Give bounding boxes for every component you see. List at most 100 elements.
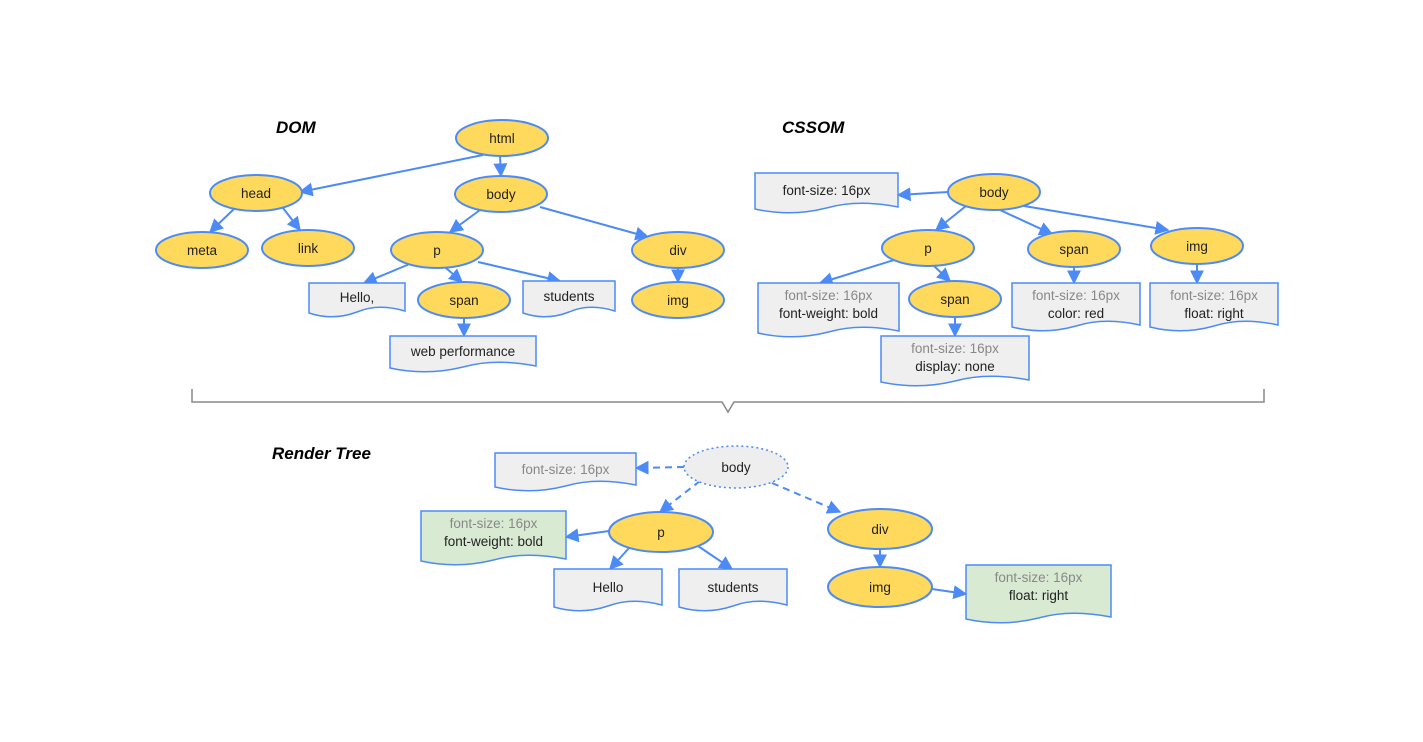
edge-dom-body-to-dom-p <box>448 209 481 233</box>
style-box-label: web performance <box>410 344 515 359</box>
node-label: body <box>486 187 516 202</box>
edge-rt-body-to-rt-div <box>771 482 842 514</box>
cs-bstyle-style-box: font-size: 16px <box>754 172 899 214</box>
cs-istyle-style-box: font-size: 16px float: right <box>1149 282 1279 332</box>
dom-webperf-style-box: web performance <box>389 335 537 373</box>
node-label: div <box>669 243 687 258</box>
node-label: meta <box>187 243 218 258</box>
node-shape <box>881 229 975 267</box>
node-shape <box>454 175 548 213</box>
edge-cs-body-to-cs-img <box>1023 205 1170 235</box>
node-label: html <box>489 131 515 146</box>
dom-meta-node: meta <box>155 231 249 269</box>
node-label: img <box>869 580 891 595</box>
node-label: body <box>721 460 751 475</box>
rt-img-node: img <box>827 566 933 608</box>
node-shape <box>209 174 303 212</box>
edge-dom-html-to-dom-body <box>493 155 508 178</box>
style-box-label: Hello <box>593 580 624 595</box>
node-shape <box>683 445 789 489</box>
style-line-own: font-weight: bold <box>779 306 878 321</box>
style-line-inherited: font-size: 16px <box>995 570 1083 585</box>
style-box-shape <box>754 172 899 214</box>
edge-dom-p-to-dom-students <box>477 261 562 285</box>
rt-body-node: body <box>683 445 789 489</box>
style-box-shape <box>553 568 663 612</box>
node-shape <box>827 566 933 608</box>
node-shape <box>1150 227 1244 265</box>
node-shape <box>390 231 484 269</box>
edge-rt-p-to-rt-students <box>697 545 734 570</box>
style-box-shape <box>880 335 1030 387</box>
style-box-shape <box>965 564 1112 624</box>
edge-dom-p-to-dom-span <box>445 267 464 283</box>
cssom-title: CSSOM <box>782 118 845 137</box>
style-line-own: float: right <box>1184 306 1244 321</box>
style-line-inherited: font-size: 16px <box>1032 288 1120 303</box>
node-shape <box>417 281 511 319</box>
style-box-shape <box>757 282 900 338</box>
edge-rt-body-to-rt-p <box>658 480 701 513</box>
merge-brace <box>191 389 1265 414</box>
node-shape <box>1027 230 1121 268</box>
edge-cs-p-to-cs-pspan <box>933 265 952 282</box>
cs-span-node: span <box>1027 230 1121 268</box>
rt-istyle-style-box: font-size: 16px float: right <box>965 564 1112 624</box>
style-line-inherited: font-size: 16px <box>911 341 999 356</box>
style-box-label: font-size: 16px <box>522 462 610 477</box>
dom-span-node: span <box>417 281 511 319</box>
node-label: span <box>449 293 478 308</box>
node-shape <box>261 229 355 267</box>
edge-cs-body-to-cs-span <box>999 209 1054 236</box>
dom-div-node: div <box>631 231 725 269</box>
style-box-label: Hello, <box>340 290 375 305</box>
edge-rt-img-to-rt-istyle <box>931 585 968 600</box>
cs-p-node: p <box>881 229 975 267</box>
style-box-shape <box>678 568 788 612</box>
edge-dom-body-to-dom-div <box>539 206 650 241</box>
node-label: p <box>433 243 441 258</box>
rt-students-style-box: students <box>678 568 788 612</box>
edge-rt-p-to-rt-pstyle <box>564 528 610 543</box>
edge-dom-head-to-dom-link <box>282 207 301 232</box>
dom-img-node: img <box>631 281 725 319</box>
dom-link-node: link <box>261 229 355 267</box>
style-box-label: font-size: 16px <box>783 183 871 198</box>
style-line-inherited: font-size: 16px <box>785 288 873 303</box>
style-box-shape <box>1149 282 1279 332</box>
node-label: img <box>667 293 689 308</box>
render-tree-title: Render Tree <box>272 444 371 463</box>
cs-psstyle-style-box: font-size: 16px display: none <box>880 335 1030 387</box>
dom-hello-style-box: Hello, <box>308 282 406 318</box>
style-line-own: float: right <box>1009 588 1069 603</box>
style-line-own: display: none <box>915 359 995 374</box>
style-line-inherited: font-size: 16px <box>1170 288 1258 303</box>
style-box-shape <box>308 282 406 318</box>
cs-pstyle-style-box: font-size: 16px font-weight: bold <box>757 282 900 338</box>
node-label: link <box>298 241 319 256</box>
edges-layer <box>208 154 1204 600</box>
node-shape <box>155 231 249 269</box>
node-label: head <box>241 186 271 201</box>
style-box-shape <box>389 335 537 373</box>
node-label: body <box>979 185 1009 200</box>
edge-dom-head-to-dom-meta <box>208 208 235 233</box>
style-box-shape <box>494 452 637 492</box>
edge-cs-body-to-cs-bstyle <box>896 187 949 202</box>
edge-rt-body-to-rt-bstyle <box>634 460 685 475</box>
dom-html-node: html <box>455 119 549 157</box>
dom-head-node: head <box>209 174 303 212</box>
edge-dom-p-to-dom-hello <box>362 262 413 285</box>
dom-body-node: body <box>454 175 548 213</box>
style-box-shape <box>522 280 616 318</box>
style-box-label: students <box>707 580 758 595</box>
style-box-shape <box>1011 282 1141 332</box>
node-label: p <box>657 525 665 540</box>
node-label: span <box>940 292 969 307</box>
dom-title: DOM <box>276 118 317 137</box>
node-shape <box>631 231 725 269</box>
